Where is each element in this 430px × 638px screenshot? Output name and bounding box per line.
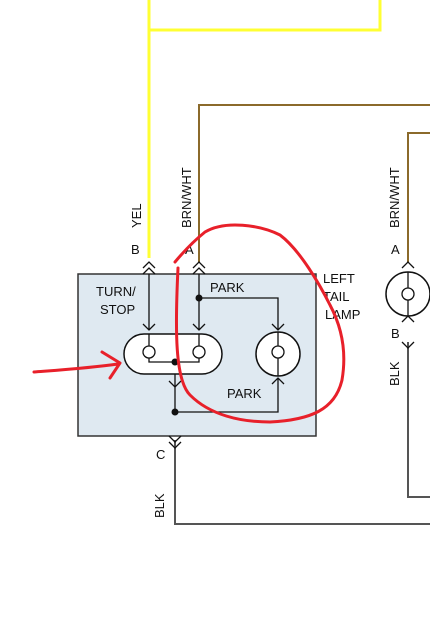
wire-label-yel: YEL [129, 203, 144, 228]
yel-wire [147, 0, 382, 258]
pin-label-c: C [156, 447, 165, 462]
pin-label-b-right: B [391, 326, 400, 341]
blk-wire-right [407, 342, 430, 498]
label-park-top: PARK [210, 280, 245, 295]
splice-dot [171, 408, 179, 416]
label-turn: TURN/ [96, 284, 136, 299]
wire-label-brn-wht-right: BRN/WHT [387, 167, 402, 228]
label-tail: TAIL [323, 289, 350, 304]
label-lamp: LAMP [325, 307, 360, 322]
splice-dot [195, 294, 203, 302]
park-filament-icon [271, 332, 285, 376]
socket-arrows [142, 323, 285, 388]
pin-label-a: A [185, 242, 194, 257]
right-lamp-pins [401, 261, 415, 349]
connector-pin-b [142, 261, 156, 275]
pin-label-b: B [131, 242, 140, 257]
dual-filament-bulb-icon [123, 333, 223, 375]
connector-pin-a [192, 261, 206, 275]
filament-left-icon [142, 334, 175, 363]
brn-wht-wire-left [198, 104, 430, 262]
red-annotation-loop [173, 223, 346, 424]
label-stop: STOP [100, 302, 135, 317]
wire-label-blk-left: BLK [152, 493, 167, 518]
red-annotation-arrow [32, 350, 122, 380]
blk-wire-left [174, 440, 430, 525]
right-lamp-filament-icon [401, 272, 415, 316]
filament-right-icon [175, 334, 206, 363]
label-left: LEFT [323, 271, 355, 286]
pin-label-a-right: A [391, 242, 400, 257]
wire-label-brn-wht-left: BRN/WHT [179, 167, 194, 228]
brn-wht-wire-right [407, 132, 430, 262]
connector-pin-c [168, 435, 182, 449]
wire-label-blk-right: BLK [387, 361, 402, 386]
internal-circuit [148, 274, 279, 413]
label-park-bottom: PARK [227, 386, 262, 401]
splice-dot [171, 358, 179, 366]
